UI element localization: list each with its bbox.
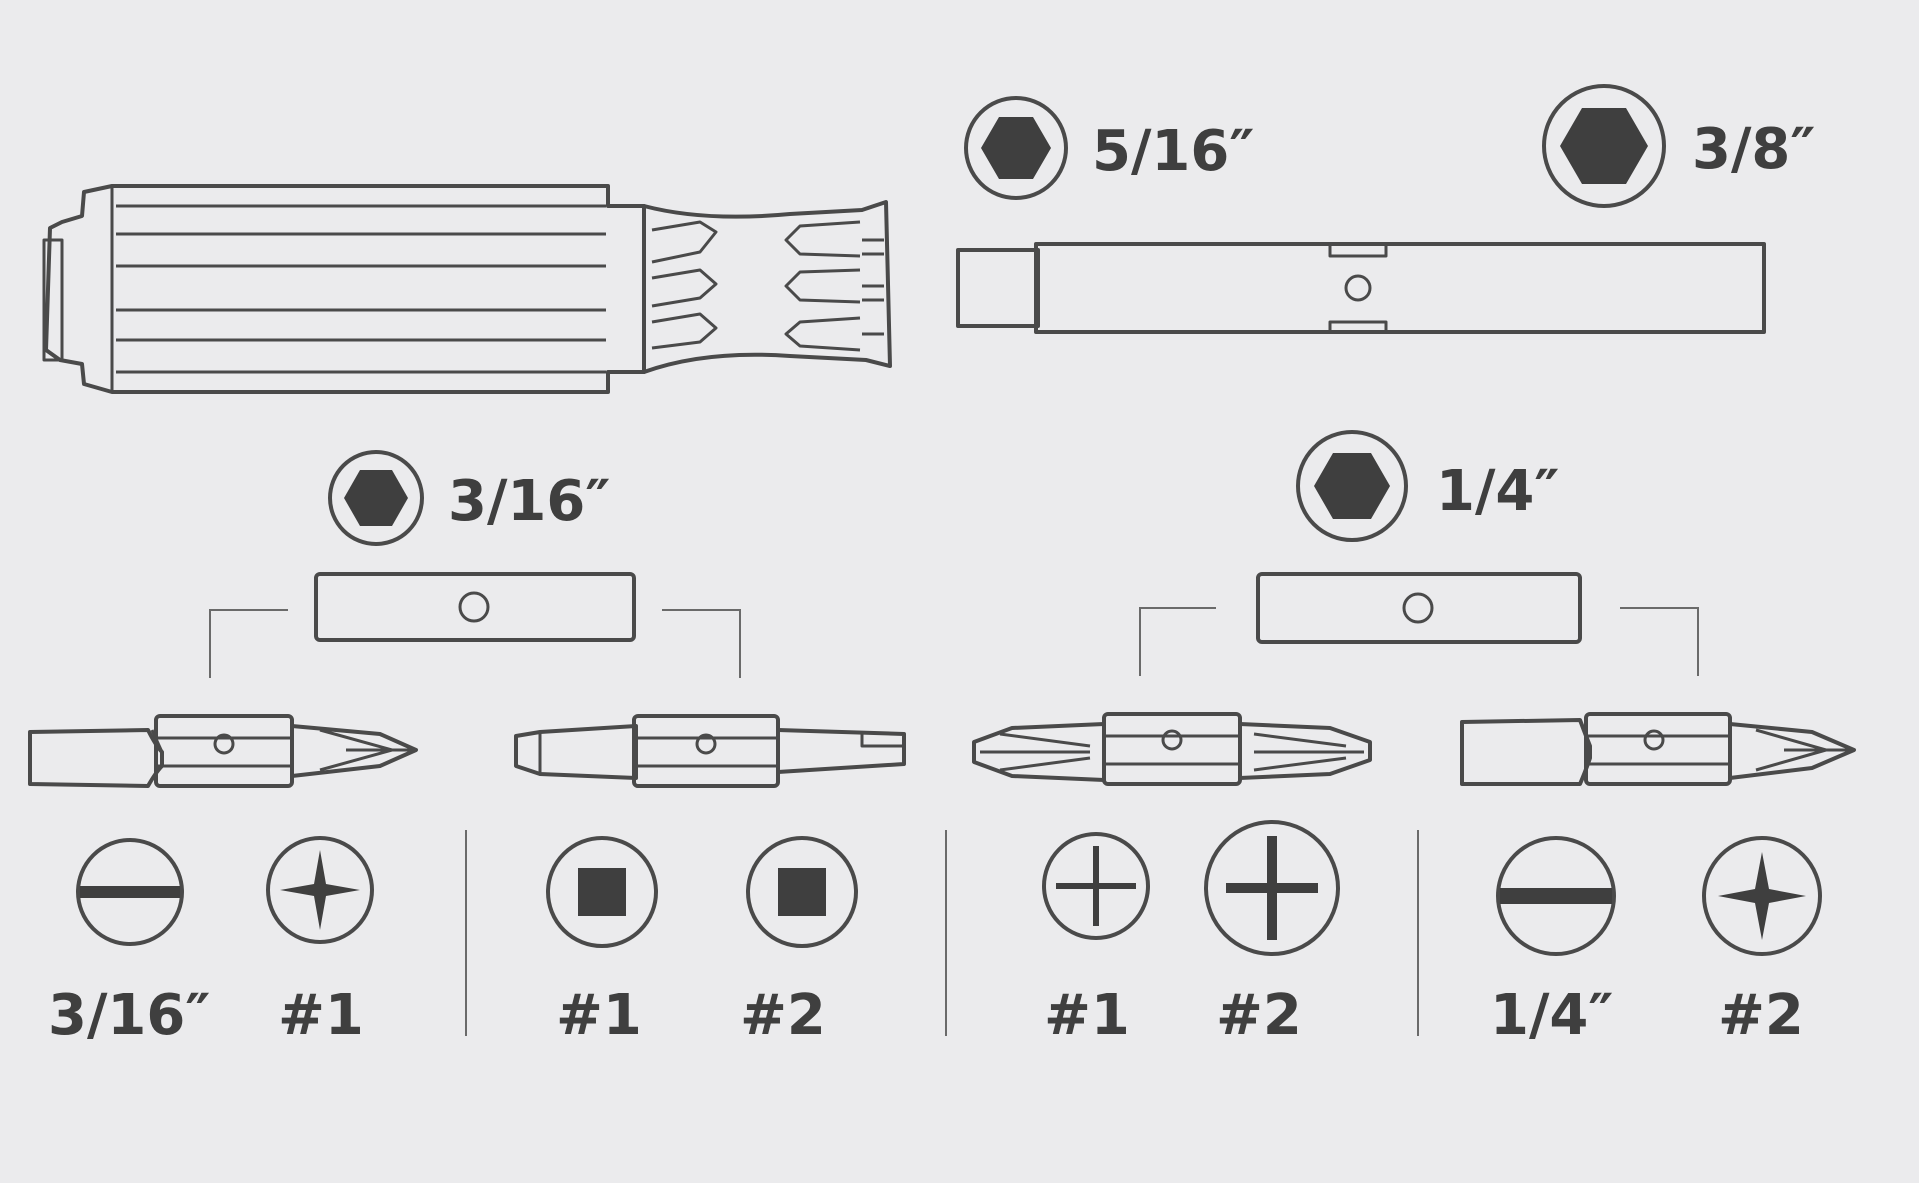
slotted-icon [76,838,184,946]
bit-square-square [514,714,906,788]
hex-icon [344,470,408,526]
hex-1-4-label: 1/4″ [1436,459,1559,524]
tip-label-phillips-2: #2 [1216,983,1302,1048]
slotted-icon [1496,836,1616,956]
bit-slotted-phillips-1 [28,714,418,788]
connector-right [662,609,741,678]
square-icon [746,836,858,948]
hex-1-4-badge [1296,430,1408,542]
tip-label-slot-1-4: 1/4″ [1490,983,1613,1048]
square-icon [546,836,658,948]
bit-slotted-phillips-2 [1460,712,1856,786]
bit-phillips-phillips [972,712,1372,786]
nut-driver-1-4 [1256,572,1582,644]
hex-5-16-badge [964,96,1068,200]
screwdriver-handle [42,184,892,394]
phillips-icon [1042,832,1150,940]
phillips-icon [1204,820,1340,956]
hex-icon [1560,108,1648,184]
hex-3-8-badge [1542,84,1666,208]
tip-label-phillips-1: #1 [1044,983,1130,1048]
tip-label-square-1: #1 [556,983,642,1048]
long-nut-driver [956,242,1766,334]
hex-3-8-label: 3/8″ [1692,117,1815,182]
tip-label-square-2: #2 [740,983,826,1048]
connector-left [209,609,288,678]
connector-right [1620,607,1699,676]
tip-label-slot-3-16: 3/16″ [48,983,210,1048]
hex-5-16-label: 5/16″ [1092,119,1254,184]
phillips-icon [1702,836,1822,956]
phillips-icon [266,836,374,944]
hex-3-16-badge [328,450,424,546]
hex-icon [981,117,1051,179]
connector-left [1139,607,1216,676]
hex-3-16-label: 3/16″ [448,469,610,534]
nut-driver-3-16 [314,572,636,642]
hex-icon [1314,453,1390,519]
tip-label-phillips-2: #2 [1718,983,1804,1048]
tip-label-phillips-1: #1 [278,983,364,1048]
